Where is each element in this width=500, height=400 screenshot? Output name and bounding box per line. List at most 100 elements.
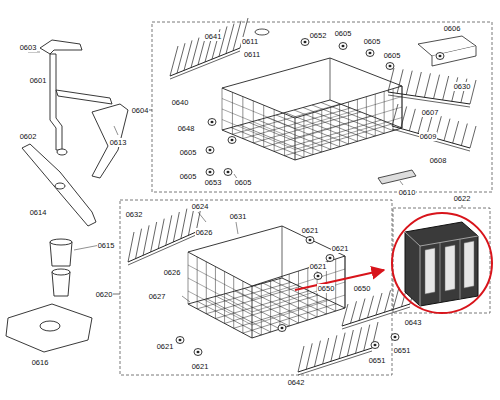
tine	[166, 215, 172, 245]
callout-number: 0643	[404, 318, 423, 327]
tine	[351, 301, 357, 323]
leader-line	[114, 126, 118, 135]
callout-number: 0651	[393, 346, 412, 355]
tine	[314, 341, 320, 367]
basket-floor-wire	[197, 301, 261, 335]
wheel-hub	[329, 257, 332, 260]
rack-wheel	[366, 50, 374, 57]
callout-number: 0653	[204, 178, 223, 187]
lower-group-box	[120, 200, 392, 375]
rack-wheel	[206, 169, 214, 176]
callout-number: 0604	[131, 106, 150, 115]
callout-number: 0605	[179, 172, 198, 181]
basket-floor-wire	[197, 282, 291, 309]
basket-post	[330, 58, 331, 100]
rack-wheel	[206, 147, 214, 154]
basket-side-wire	[222, 120, 295, 150]
callout-number: 0605	[234, 178, 253, 187]
cutlery-basket-edge	[405, 232, 478, 306]
tine-row	[388, 68, 476, 107]
tine	[406, 71, 412, 95]
tine	[151, 222, 157, 252]
basket-floor-wire	[294, 110, 366, 139]
callout-number: 0621	[331, 244, 350, 253]
callout-number: 0607	[421, 108, 440, 117]
tine	[393, 288, 399, 310]
tine	[136, 229, 142, 259]
highlight-ellipse	[392, 213, 492, 313]
callout-number: 0605	[334, 29, 353, 38]
tine-row	[170, 18, 248, 79]
tine-spine	[388, 92, 470, 104]
basket-side-wire	[188, 265, 252, 299]
callout-number: 0622	[453, 194, 472, 203]
basket-post	[282, 226, 283, 278]
basket-floor-wire	[285, 124, 392, 156]
rack-wheel	[371, 342, 379, 349]
filter-cylinder	[50, 242, 72, 266]
tine	[158, 219, 164, 249]
feed-tube	[50, 54, 62, 150]
callout-number: 0611	[241, 37, 259, 46]
wheel-hub	[369, 52, 372, 55]
tine-spine	[392, 126, 470, 148]
basket-floor-wire	[231, 128, 304, 158]
callout-number: 0602	[19, 132, 38, 141]
callout-number: 0611	[243, 50, 261, 59]
callout-number: 0616	[31, 358, 50, 367]
callout-number: 0605	[363, 37, 382, 46]
rack-wheel	[228, 137, 236, 144]
callout-number: 0610	[398, 188, 417, 197]
callout-number: 0624	[191, 202, 210, 211]
filter-plate	[6, 304, 92, 352]
callout-number: 0626	[195, 228, 214, 237]
basket-floor-wire	[225, 295, 318, 323]
tine	[392, 104, 398, 126]
basket-side-wire	[188, 291, 252, 325]
wheel-hub	[227, 171, 230, 174]
leader-line	[198, 212, 206, 222]
hub	[55, 183, 65, 189]
wheel-hub	[439, 55, 442, 58]
basket-side-wire	[295, 118, 402, 150]
callout-number: 0613	[109, 138, 128, 147]
tine	[181, 209, 187, 239]
basket-floor-wire	[258, 120, 331, 149]
callout-number: 0621	[156, 342, 175, 351]
callout-number: 0642	[287, 378, 306, 387]
rack-wheel	[278, 325, 286, 332]
basket-floor-wire	[206, 287, 300, 314]
tine	[376, 293, 382, 315]
tine	[409, 109, 415, 131]
leader-line	[182, 296, 190, 302]
tine	[128, 232, 134, 262]
leader-line	[400, 181, 403, 185]
basket-floor-wire	[240, 125, 313, 155]
leader-line	[236, 222, 238, 234]
basket-floor-wire	[276, 115, 349, 144]
tine-spine	[170, 51, 240, 79]
hub	[57, 149, 67, 155]
callout-number: 0615	[97, 241, 116, 250]
wheel-hub	[374, 344, 377, 347]
wheel-hub	[209, 171, 212, 174]
basket-floor-wire	[215, 291, 309, 319]
callout-number: 0601	[29, 76, 48, 85]
tine-spine	[128, 235, 196, 265]
tine-spine	[298, 348, 372, 372]
basket-floor-wire	[253, 112, 361, 143]
basket-floor-wire	[285, 113, 357, 142]
wheel-hub	[342, 45, 345, 48]
tine	[443, 76, 449, 100]
callout-number: 0621	[309, 262, 328, 271]
callout-number: 0640	[171, 98, 190, 107]
callout-number: 0621	[301, 226, 320, 235]
tine	[372, 322, 378, 348]
basket-side-wire	[295, 107, 402, 139]
basket-floor-wire	[303, 108, 375, 137]
tine	[177, 43, 185, 73]
wheel-hub	[309, 239, 312, 242]
tine	[401, 106, 407, 128]
callout-number: 0652	[309, 31, 328, 40]
